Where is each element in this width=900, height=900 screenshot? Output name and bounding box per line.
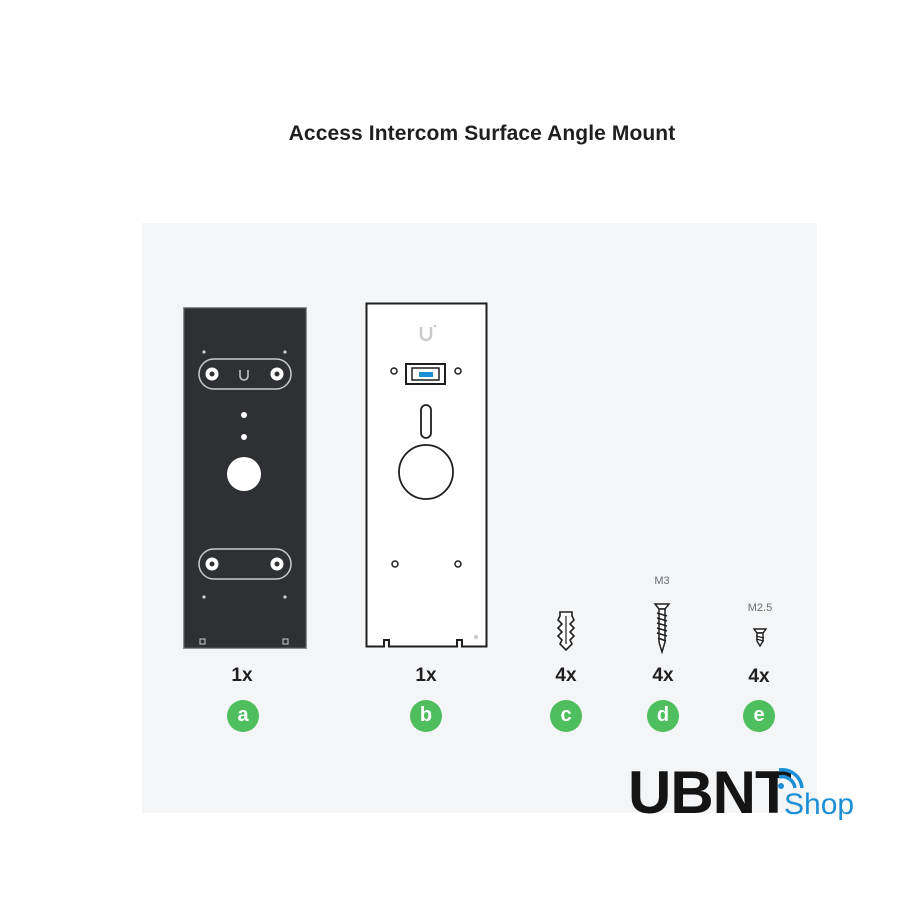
back-plate-image [365, 302, 488, 648]
ubiquiti-u-icon [419, 327, 433, 342]
screw-icon [653, 603, 671, 654]
part-c-quantity: 4x [555, 665, 577, 686]
part-d-quantity: 4x [652, 665, 674, 686]
angle-mount-plate-image [183, 307, 307, 649]
part-b-quantity: 1x [415, 665, 437, 686]
logo-sub-text: Shop [784, 788, 855, 821]
ubiquiti-u-icon [239, 370, 249, 381]
part-e-quantity: 4x [748, 666, 770, 687]
part-e-spec: M2.5 [747, 602, 773, 614]
part-b-badge: b [410, 700, 442, 732]
part-d-badge: d [647, 700, 679, 732]
wifi-icon [778, 768, 804, 789]
screw-icon [752, 628, 768, 647]
logo-main-text: UBNT [628, 759, 792, 826]
ubnt-shop-logo: UBNT Shop [628, 759, 868, 830]
part-e-badge: e [743, 700, 775, 732]
part-a-quantity: 1x [231, 665, 253, 686]
wall-anchor-icon [556, 611, 576, 652]
part-a-badge: a [227, 700, 259, 732]
part-d-spec: M3 [654, 575, 670, 587]
page-title: Access Intercom Surface Angle Mount [288, 122, 676, 145]
part-c-badge: c [550, 700, 582, 732]
